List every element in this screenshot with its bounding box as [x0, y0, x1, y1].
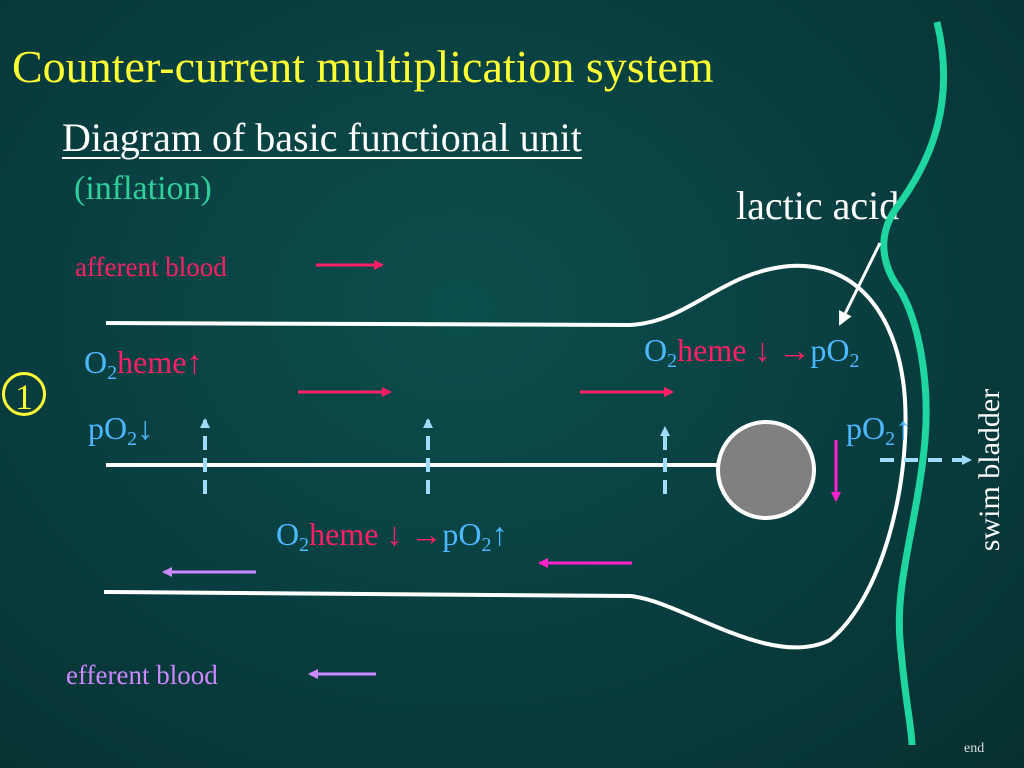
down-arrow-text: ↓ [137, 410, 154, 446]
subscript: 2 [127, 428, 138, 450]
subscript: 2 [667, 350, 678, 372]
capillary-loop-outline [103, 263, 908, 650]
afferent-blood-label: afferent blood [75, 252, 227, 282]
o2-text: O [644, 332, 668, 368]
up-arrow-text: ↑ [491, 516, 508, 552]
up-arrow-text: ↑ [895, 410, 912, 446]
heme-text: heme↑ [117, 344, 203, 380]
subscript: 2 [481, 534, 492, 556]
lower-formula: O2heme ↓ →pO2↑ [276, 518, 508, 555]
mode-label: (inflation) [74, 170, 212, 207]
lactic-acid-arrow [838, 242, 882, 326]
o2-text: O [276, 516, 300, 552]
gas-gland-cell [716, 420, 816, 520]
po-text: pO [810, 332, 850, 368]
o2-text: O [84, 344, 108, 380]
upper-left-po2: pO2↓ [88, 412, 153, 449]
upper-right-formula: O2heme ↓ →pO2 [644, 334, 860, 371]
swim-bladder-wall [880, 21, 948, 746]
upper-left-formula: O2heme↑ [84, 346, 202, 383]
right-po2: pO2↑ [846, 412, 911, 449]
lactic-acid-label: lactic acid [736, 183, 900, 228]
end-link[interactable]: end [964, 741, 985, 756]
heme-text: heme ↓ → [677, 332, 811, 368]
slide-subtitle: Diagram of basic functional unit [62, 115, 582, 160]
unit-number-badge: 1 [2, 372, 46, 417]
slide-title: Counter-current multiplication system [12, 41, 714, 92]
subscript: 2 [885, 428, 896, 450]
heme-text: heme ↓ → [309, 516, 443, 552]
po-text: pO [846, 410, 886, 446]
po-text: pO [442, 516, 482, 552]
subscript: 2 [849, 350, 860, 372]
efferent-blood-label: efferent blood [66, 660, 218, 690]
subscript: 2 [107, 362, 118, 384]
subscript: 2 [299, 534, 310, 556]
po-text: pO [88, 410, 128, 446]
